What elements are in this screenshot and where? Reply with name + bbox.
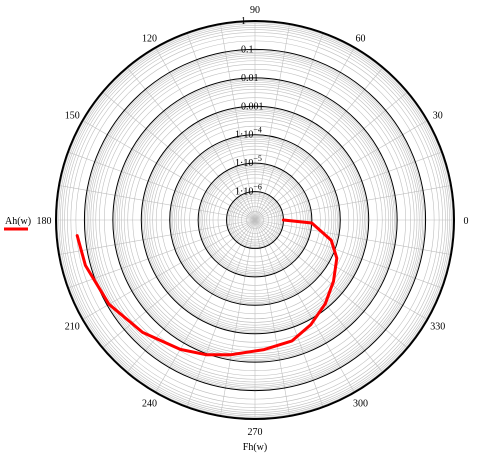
series-line-0 bbox=[75, 218, 339, 357]
grid-spoke bbox=[126, 67, 256, 221]
grid-spoke bbox=[254, 23, 290, 221]
grid-spoke bbox=[82, 219, 256, 320]
grid-spoke bbox=[126, 219, 256, 373]
major-grid-circle bbox=[83, 48, 427, 392]
series-group bbox=[75, 218, 339, 357]
major-grid-circle bbox=[197, 162, 313, 278]
angle-tick-0: 0 bbox=[464, 216, 469, 227]
legend: Ah(w) bbox=[4, 216, 31, 231]
radial-tick-label: 0.1 bbox=[241, 44, 254, 55]
angle-tick-330: 330 bbox=[430, 322, 445, 333]
grid-spoke bbox=[254, 219, 452, 255]
grid-spoke bbox=[82, 120, 256, 221]
grid-spoke bbox=[67, 151, 256, 221]
grid-spoke bbox=[58, 185, 256, 221]
grid-spoke bbox=[186, 219, 256, 408]
angle-tick-30: 30 bbox=[433, 111, 443, 122]
grid-spoke bbox=[254, 120, 428, 221]
grid-spoke bbox=[254, 32, 324, 221]
grid-spoke bbox=[220, 219, 256, 417]
grid-spoke bbox=[254, 67, 384, 221]
grid-spoke bbox=[186, 32, 256, 221]
grid-spoke bbox=[254, 219, 290, 417]
grid-spoke bbox=[254, 219, 355, 393]
grid-spoke bbox=[102, 91, 256, 221]
angle-tick-150: 150 bbox=[65, 111, 80, 122]
angle-tick-240: 240 bbox=[142, 399, 157, 410]
grid-spoke bbox=[67, 219, 256, 289]
grid-spoke bbox=[155, 219, 256, 393]
grid-spoke bbox=[254, 47, 355, 221]
angle-tick-180: 180 bbox=[37, 216, 52, 227]
legend-label-ah: Ah(w) bbox=[5, 216, 31, 227]
angular-tick-labels: 0 30 60 90 120 150 180 210 240 270 300 330 bbox=[37, 5, 469, 438]
major-grid-circle bbox=[112, 77, 398, 363]
angle-tick-270: 270 bbox=[248, 427, 263, 438]
grid-spoke bbox=[254, 219, 324, 408]
grid-spoke bbox=[155, 47, 256, 221]
grid-spoke bbox=[254, 91, 408, 221]
angle-tick-210: 210 bbox=[65, 322, 80, 333]
grid-spoke bbox=[58, 219, 256, 255]
grid-spoke bbox=[254, 151, 443, 221]
major-grid-circle bbox=[169, 134, 341, 306]
grid-spoke bbox=[254, 219, 384, 373]
angle-tick-120: 120 bbox=[142, 33, 157, 44]
radial-tick-label: 1·10−6 bbox=[235, 183, 262, 198]
radial-tick-label: 0.001 bbox=[241, 101, 264, 112]
grid-spoke bbox=[220, 23, 256, 221]
angle-tick-90: 90 bbox=[250, 5, 260, 16]
x-axis-label: Fh(w) bbox=[243, 442, 267, 453]
grid-spoke bbox=[102, 219, 256, 349]
angle-tick-300: 300 bbox=[353, 399, 368, 410]
grid-spoke bbox=[254, 185, 452, 221]
outer-boundary bbox=[55, 20, 455, 420]
radial-tick-label: 0.01 bbox=[241, 73, 259, 84]
grid-spoke bbox=[254, 219, 428, 320]
radial-tick-label: 1 bbox=[241, 16, 246, 27]
angle-tick-60: 60 bbox=[356, 33, 366, 44]
grid-spoke bbox=[254, 219, 443, 289]
major-grid-circle bbox=[140, 105, 370, 335]
